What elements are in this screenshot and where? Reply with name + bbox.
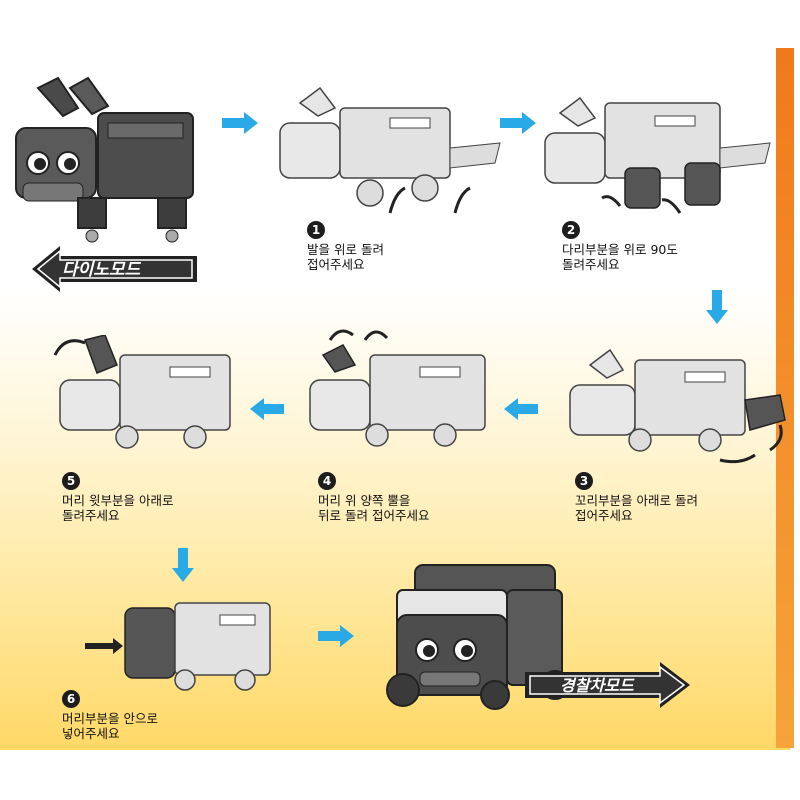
step-4-toy-image <box>309 329 486 447</box>
step-4: 4 머리 위 양쪽 뿔을 뒤로 돌려 접어주세요 <box>318 470 498 523</box>
step-2-caption: 다리부분을 위로 90도 돌려주세요 <box>562 242 678 272</box>
step-5-toy-image <box>53 335 231 449</box>
step-5-caption: 머리 윗부분을 아래로 돌려주세요 <box>62 493 174 523</box>
step-4-caption: 머리 위 양쪽 뿔을 뒤로 돌려 접어주세요 <box>318 493 430 523</box>
flow-arrow-left <box>250 398 284 420</box>
step-2-toy-image <box>544 96 771 214</box>
police-car-mode-label <box>525 662 690 708</box>
flow-arrow-down <box>706 290 728 324</box>
flow-arrow-right <box>500 112 536 134</box>
step-4-number: 4 <box>318 472 336 490</box>
step-2-number: 2 <box>562 221 580 239</box>
step-3-caption: 꼬리부분을 아래로 돌려 접어주세요 <box>575 493 698 523</box>
flow-arrow-down <box>172 548 194 582</box>
dino-mode-label <box>32 246 197 292</box>
step-1: 1 발을 위로 돌려 접어주세요 <box>307 219 487 272</box>
step-3: 3 꼬리부분을 아래로 돌려 접어주세요 <box>575 470 755 523</box>
dino-mode-toy-image <box>15 76 194 243</box>
step-6-caption: 머리부분을 안으로 넣어주세요 <box>62 711 158 741</box>
step-1-number: 1 <box>307 221 325 239</box>
police-car-mode-text: 경찰차모드 <box>560 676 634 695</box>
step-6-number: 6 <box>62 690 80 708</box>
step-2: 2 다리부분을 위로 90도 돌려주세요 <box>562 219 742 272</box>
flow-arrow-left <box>504 398 538 420</box>
step-3-number: 3 <box>575 472 593 490</box>
step-5: 5 머리 윗부분을 아래로 돌려주세요 <box>62 470 242 523</box>
step-1-toy-image <box>279 86 501 214</box>
step-1-caption: 발을 위로 돌려 접어주세요 <box>307 242 384 272</box>
flow-arrow-right <box>318 625 354 647</box>
dino-mode-text: 다이노모드 <box>62 260 141 280</box>
step-5-number: 5 <box>62 472 80 490</box>
step-6: 6 머리부분을 안으로 넣어주세요 <box>62 688 242 741</box>
flow-arrow-right <box>222 112 258 134</box>
step-6-toy-image <box>85 602 271 691</box>
step-3-toy-image <box>569 348 786 464</box>
orange-edge-strip <box>776 48 794 748</box>
